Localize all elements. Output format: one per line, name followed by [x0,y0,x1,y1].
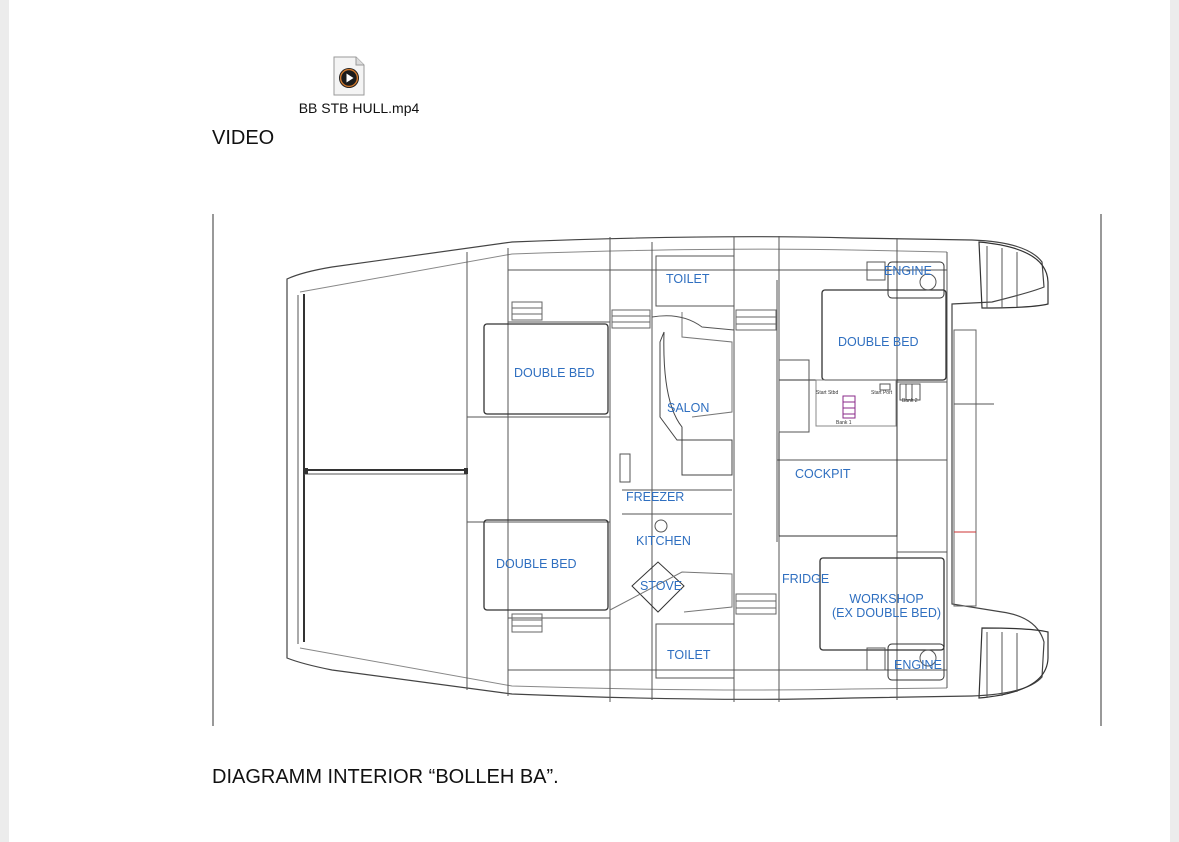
floor-plan-drawing [212,214,1102,726]
room-label-double-bed-stb: DOUBLE BED [514,366,595,380]
video-label: VIDEO [212,127,275,149]
room-label-toilet-top: TOILET [666,272,710,286]
room-label-engine-top: ENGINE [884,264,932,278]
room-label-workshop: WORKSHOP (EX DOUBLE BED) [832,592,941,620]
document-page: BB STB HULL.mp4 VIDEO [9,0,1170,842]
attachment-file-name[interactable]: BB STB HULL.mp4 [298,100,420,116]
room-label-fridge: FRIDGE [782,572,830,586]
panel-label-bank-1: Bank 1 [836,420,852,426]
room-label-freezer: FREEZER [626,490,685,504]
panel-label-bank-2: Bank 2 [902,398,918,404]
room-label-kitchen: KITCHEN [636,534,691,548]
diagram-caption: DIAGRAMM INTERIOR “BOLLEH BA”. [212,766,559,788]
room-label-stove: STOVE [640,579,683,593]
panel-label-start-stbd: Start Stbd [816,390,839,396]
room-label-double-bed-aft: DOUBLE BED [838,335,919,349]
room-label-cockpit: COCKPIT [795,467,851,481]
interior-floor-plan: TOILET ENGINE DOUBLE BED DOUBLE BED SALO… [212,212,1107,728]
room-label-toilet-bottom: TOILET [667,648,711,662]
room-label-salon: SALON [667,401,710,415]
room-label-engine-bottom: ENGINE [894,658,942,672]
room-label-double-bed-port: DOUBLE BED [496,557,577,571]
room-label-workshop-line1: WORKSHOP [849,592,924,606]
panel-label-start-port: Start Port [871,390,893,396]
room-label-workshop-line2: (EX DOUBLE BED) [832,606,942,620]
video-file-icon [333,56,365,96]
video-attachment[interactable]: BB STB HULL.mp4 [279,54,439,124]
